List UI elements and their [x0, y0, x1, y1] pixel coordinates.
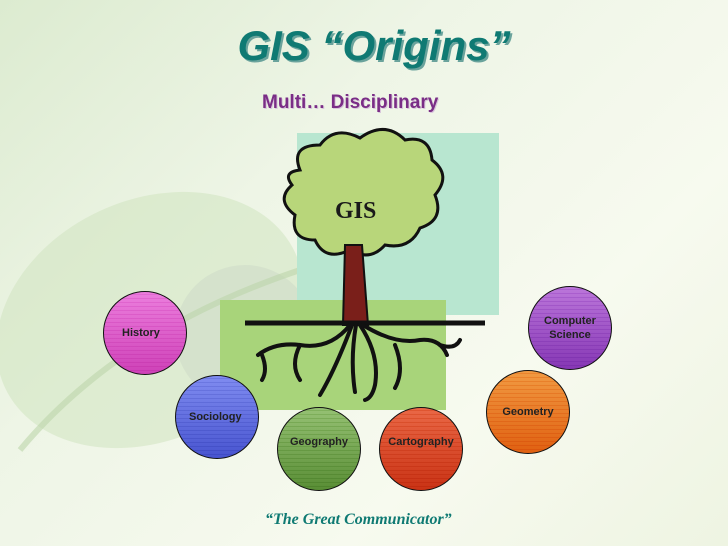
ground-square	[220, 300, 446, 410]
geography-bubble: Geography	[277, 407, 361, 491]
slide-footer-quote: “The Great Communicator”	[265, 511, 452, 528]
tree-roots	[256, 323, 462, 402]
tree-gis-label: GIS	[335, 198, 377, 224]
history-label: History	[122, 327, 160, 339]
tree-canopy	[282, 128, 445, 257]
slide-title: GIS “Origins”	[237, 22, 511, 69]
geometry-label: Geometry	[502, 406, 554, 418]
cartography-bubble: Cartography	[379, 407, 463, 491]
slide-subtitle: Multi… Disciplinary	[262, 92, 439, 113]
computer-science-bubble: Computer Science	[528, 286, 612, 370]
history-bubble: History	[103, 291, 187, 375]
cartography-label: Cartography	[388, 436, 454, 448]
computer-science-label: Computer Science	[544, 315, 596, 341]
sociology-label: Sociology	[189, 411, 242, 423]
geography-label: Geography	[289, 436, 349, 448]
sociology-bubble: Sociology	[175, 375, 259, 459]
geometry-bubble: Geometry	[486, 370, 570, 454]
